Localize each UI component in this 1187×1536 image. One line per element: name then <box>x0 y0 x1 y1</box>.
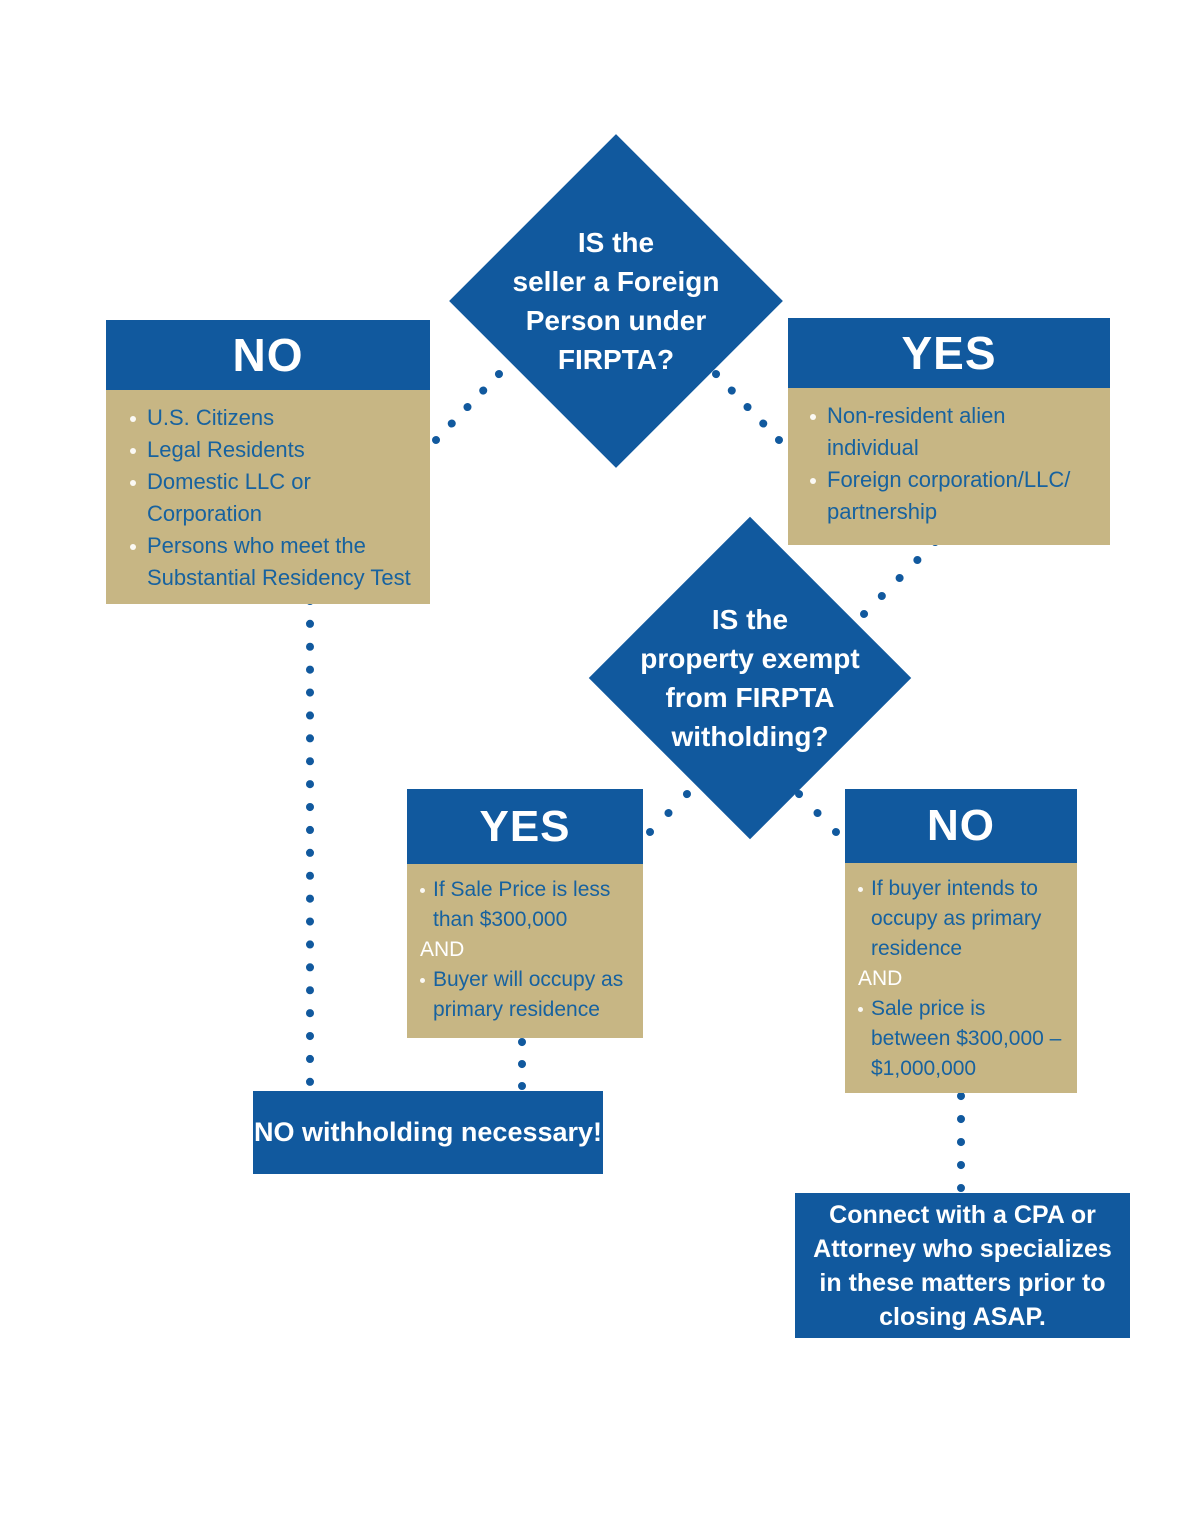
and-label: AND <box>420 938 465 961</box>
branch-box-yes-1: YES Non-resident alien individual Foreig… <box>788 318 1110 545</box>
list-item: If Sale Price is less than $300,000 <box>420 875 635 935</box>
list-item: Sale price is between $300,000 – $1,000,… <box>858 994 1071 1084</box>
bullet-dot-icon <box>420 978 425 983</box>
decision-diamond-property-exempt-text: IS the property exempt from FIRPTA witho… <box>640 604 860 752</box>
list-item: Foreign corporation/LLC/ partnership <box>810 464 1100 528</box>
bullet-dot-icon <box>130 480 136 486</box>
bullet-dot-icon <box>858 1007 863 1012</box>
list-item: Non-resident alien individual <box>810 400 1100 464</box>
branch-box-no-1: NO U.S. Citizens Legal Residents Domesti… <box>106 320 430 604</box>
list-item: If buyer intends to occupy as primary re… <box>858 874 1071 964</box>
list-item: Persons who meet the Substantial Residen… <box>130 530 416 594</box>
branch-no-1-body: U.S. Citizens Legal Residents Domestic L… <box>106 390 430 604</box>
connector-q2-to-yes2 <box>646 790 691 836</box>
connector-q1-to-yes1 <box>712 370 783 444</box>
bullet-dot-icon <box>858 887 863 892</box>
connector-q1-to-no1 <box>432 370 503 444</box>
branch-yes-1-label: YES <box>788 318 1110 388</box>
list-item: Legal Residents <box>130 434 416 466</box>
branch-box-no-2: NO If buyer intends to occupy as primary… <box>845 789 1077 1093</box>
result-connect-cpa: Connect with a CPA or Attorney who speci… <box>795 1193 1130 1338</box>
bullet-dot-icon <box>810 478 816 484</box>
branch-yes-2-body: If Sale Price is less than $300,000 AND … <box>407 864 643 1038</box>
list-item: Domestic LLC or Corporation <box>130 466 416 530</box>
branch-yes-2-label: YES <box>407 789 643 864</box>
bullet-dot-icon <box>130 544 136 550</box>
branch-box-yes-2: YES If Sale Price is less than $300,000 … <box>407 789 643 1038</box>
connector-q2-to-no2 <box>795 790 840 836</box>
branch-no-2-label: NO <box>845 789 1077 863</box>
list-item: Buyer will occupy as primary residence <box>420 965 635 1025</box>
bullet-dot-icon <box>130 416 136 422</box>
and-label: AND <box>858 967 903 990</box>
bullet-dot-icon <box>130 448 136 454</box>
bullet-dot-icon <box>810 414 816 420</box>
list-item: U.S. Citizens <box>130 402 416 434</box>
branch-yes-1-body: Non-resident alien individual Foreign co… <box>788 388 1110 545</box>
branch-no-1-label: NO <box>106 320 430 390</box>
decision-diamond-seller-foreign-text: IS the seller a Foreign Person under FIR… <box>512 227 720 375</box>
bullet-dot-icon <box>420 888 425 893</box>
result-no-withholding: NO withholding necessary! <box>253 1091 603 1174</box>
branch-no-2-body: If buyer intends to occupy as primary re… <box>845 863 1077 1093</box>
